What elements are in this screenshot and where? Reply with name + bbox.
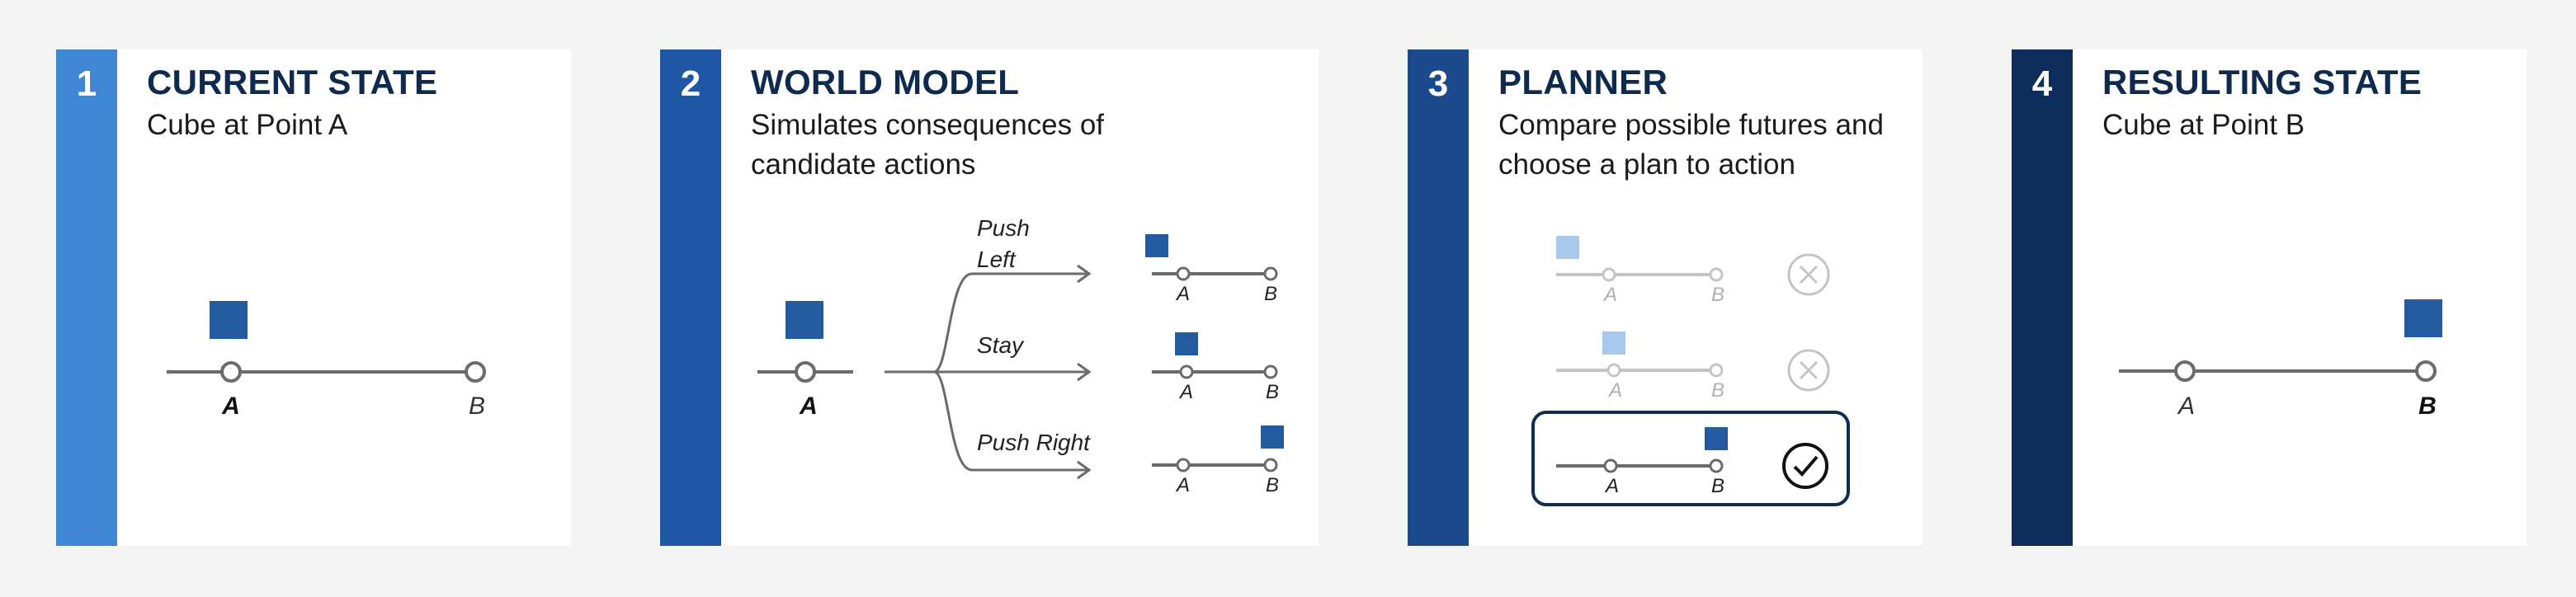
- arrow-head: [1077, 362, 1092, 382]
- point-b-marker: [2415, 360, 2437, 382]
- point-a-label: A: [1604, 475, 1619, 497]
- point-a-marker: [1602, 267, 1616, 282]
- point-b-label: B: [1264, 283, 1277, 305]
- point-a-label: A: [1178, 381, 1193, 403]
- point-a-label: A: [1602, 284, 1617, 306]
- step-stripe: [660, 49, 721, 546]
- point-a-label: A: [799, 393, 818, 420]
- point-b-marker: [1709, 458, 1724, 473]
- point-b-label: B: [1711, 475, 1724, 497]
- point-b-marker: [1263, 458, 1278, 472]
- step-card-current-state: 1 CURRENT STATE Cube at Point A A B: [56, 49, 571, 546]
- point-b-marker: [465, 361, 486, 383]
- cube: [1556, 236, 1579, 259]
- point-a-label: A: [2177, 393, 2195, 420]
- cube: [1175, 332, 1198, 355]
- cube: [1705, 427, 1728, 450]
- point-b-label: B: [1711, 284, 1724, 306]
- cube: [2404, 299, 2442, 337]
- point-a-label: A: [1607, 379, 1622, 402]
- world-model-diagram: A Push Left Stay Push Right A B A B A: [757, 215, 1284, 496]
- point-a-marker: [1176, 266, 1191, 281]
- step-title: PLANNER: [1498, 63, 1668, 101]
- check-circle-icon: [1782, 443, 1828, 489]
- branch-push-left: [933, 272, 1087, 374]
- step-card-world-model: 2 WORLD MODEL Simulates consequences of …: [660, 49, 1319, 546]
- point-a-label: A: [1175, 283, 1190, 305]
- step-description: Simulates consequences of candidate acti…: [751, 109, 1105, 181]
- point-b-marker: [1263, 266, 1278, 281]
- step-number: 4: [2031, 63, 2053, 104]
- point-a-marker: [2174, 360, 2196, 382]
- cube: [1602, 331, 1625, 355]
- x-circle-icon: [1787, 253, 1830, 296]
- action-label-stay: Stay: [977, 332, 1025, 358]
- step-card-planner: 3 PLANNER Compare possible futures and c…: [1408, 49, 1923, 546]
- cube: [210, 301, 248, 339]
- x-circle-icon: [1787, 349, 1830, 392]
- point-b-label: B: [1266, 474, 1279, 496]
- arrow-head: [1077, 264, 1092, 284]
- point-a-marker: [1603, 458, 1618, 473]
- point-b-marker: [1709, 267, 1724, 282]
- cube: [786, 301, 823, 339]
- point-a-label: A: [221, 393, 240, 420]
- point-a-marker: [220, 361, 242, 383]
- arrow-head: [1077, 460, 1092, 480]
- cube: [1261, 425, 1284, 449]
- step-stripe: [2012, 49, 2073, 546]
- cube: [1145, 234, 1168, 257]
- current-state-diagram: A B: [167, 301, 486, 420]
- step-description: Compare possible futures and choose a pl…: [1498, 109, 1884, 181]
- action-label-push-right: Push Right: [977, 430, 1091, 455]
- step-stripe: [1408, 49, 1469, 546]
- point-a-label: A: [1175, 474, 1190, 496]
- step-title: WORLD MODEL: [751, 63, 1020, 101]
- action-label-push-left-line1: Push: [977, 215, 1030, 241]
- selected-option-box: [1531, 411, 1850, 506]
- step-description: Cube at Point B: [2102, 109, 2305, 141]
- point-b-marker: [1709, 363, 1724, 378]
- planner-diagram: A B A B A B: [1531, 236, 1850, 506]
- branch-push-right: [933, 370, 1087, 472]
- point-a-marker: [1176, 458, 1191, 472]
- point-b-label: B: [469, 393, 485, 420]
- step-stripe: [56, 49, 117, 546]
- resulting-state-diagram: A B: [2119, 299, 2442, 420]
- step-card-resulting-state: 4 RESULTING STATE Cube at Point B A B: [2012, 49, 2526, 546]
- point-b-label: B: [1711, 379, 1724, 402]
- step-number: 1: [76, 63, 97, 104]
- step-number: 2: [680, 63, 701, 104]
- point-a-marker: [1179, 364, 1194, 379]
- step-title: CURRENT STATE: [147, 63, 438, 101]
- point-b-label: B: [2418, 393, 2437, 420]
- step-title: RESULTING STATE: [2102, 63, 2423, 101]
- action-label-push-left-line2: Left: [977, 247, 1017, 272]
- point-a-marker: [795, 361, 816, 383]
- point-a-marker: [1606, 363, 1621, 378]
- point-b-label: B: [1266, 381, 1279, 403]
- step-description: Cube at Point A: [147, 109, 348, 141]
- step-number: 3: [1427, 63, 1449, 104]
- point-b-marker: [1263, 364, 1278, 379]
